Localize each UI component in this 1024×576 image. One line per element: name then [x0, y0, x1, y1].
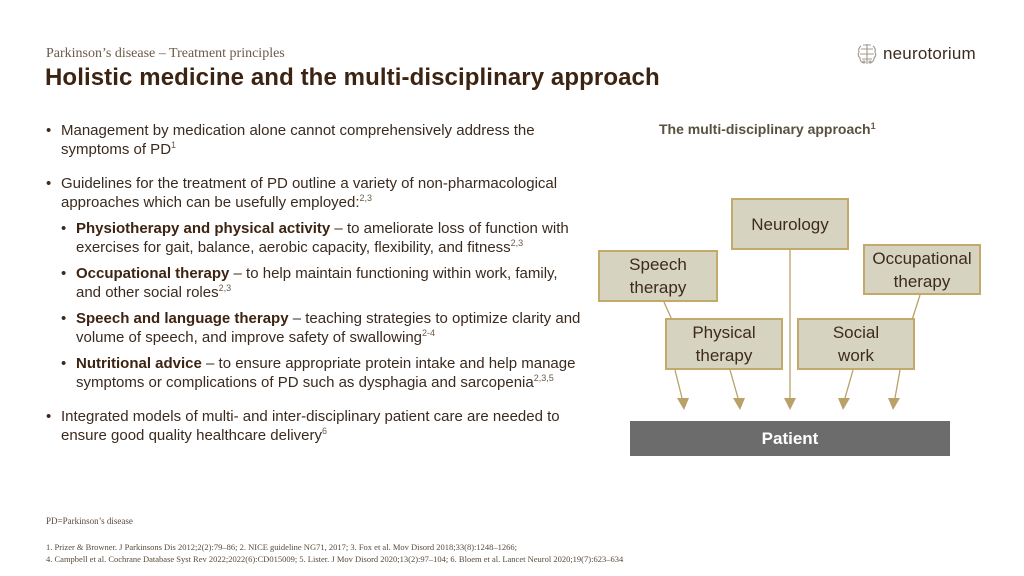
logo-text: neurotorium: [883, 44, 976, 63]
sub-bullet-item: Occupational therapy – to help maintain …: [46, 264, 586, 302]
sub-bullet-item: Physiotherapy and physical activity – to…: [46, 219, 586, 257]
bullet-item: Management by medication alone cannot co…: [46, 121, 586, 159]
slide-subtitle: Parkinson’s disease – Treatment principl…: [46, 46, 285, 61]
connector-speech-physical: [663, 301, 673, 321]
logo: neurotorium: [856, 42, 976, 66]
node-patient: Patient: [630, 421, 950, 456]
bullet-item: Guidelines for the treatment of PD outli…: [46, 174, 586, 212]
arrow-head: [838, 398, 850, 410]
bullet-item: Integrated models of multi- and inter-di…: [46, 407, 586, 445]
connector-occupational-social: [911, 294, 921, 321]
arrow-head: [677, 398, 689, 410]
references: 1. Prizer & Browner. J Parkinsons Dis 20…: [46, 541, 623, 565]
arrow-head: [784, 398, 796, 410]
sub-bullet-item: Nutritional advice – to ensure appropria…: [46, 354, 586, 392]
arrow-head: [888, 398, 900, 410]
bullet-list: Management by medication alone cannot co…: [46, 121, 586, 460]
brain-circuit-icon: [857, 44, 877, 64]
sub-bullet-item: Speech and language therapy – teaching s…: [46, 309, 586, 347]
reference-line: 4. Campbell et al. Cochrane Database Sys…: [46, 554, 624, 564]
connector-physical-patient: [729, 369, 739, 399]
abbreviation-note: PD=Parkinson’s disease: [46, 516, 133, 526]
node-neurology: Neurology: [731, 198, 849, 250]
arrow-head: [733, 398, 745, 410]
reference-line: 1. Prizer & Browner. J Parkinsons Dis 20…: [46, 542, 518, 552]
connector-social-patient: [844, 369, 854, 399]
connector-speech-patient: [674, 369, 683, 399]
slide-title: Holistic medicine and the multi-discipli…: [45, 64, 660, 91]
diagram-title: The multi-disciplinary approach1: [659, 121, 876, 137]
connector-occupational-patient: [894, 369, 901, 399]
